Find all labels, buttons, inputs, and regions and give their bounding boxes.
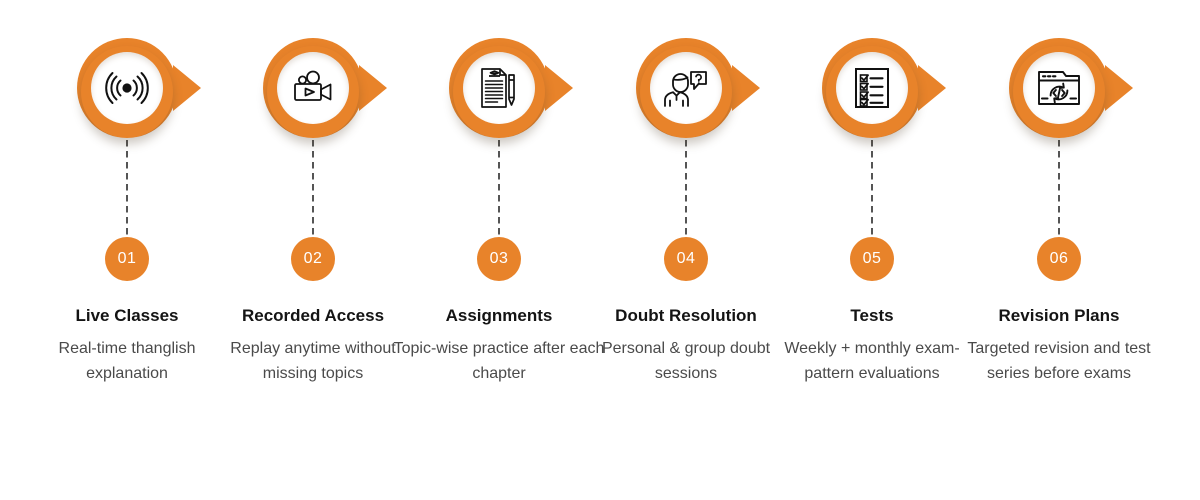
process-step-6: 06 Revision Plans Targeted revision and … (966, 0, 1152, 500)
video-camera-play-icon (294, 70, 332, 101)
step-number-badge-1: 01 (105, 237, 149, 281)
step-connector-4 (685, 140, 687, 238)
step-icon-container-2 (277, 52, 349, 124)
step-node-1 (77, 38, 201, 138)
browser-refresh-code-icon (1038, 71, 1080, 105)
process-step-3: 03 Assignments Topic-wise practice after… (394, 0, 604, 500)
step-icon-container-1 (91, 52, 163, 124)
step-number-badge-5: 05 (850, 237, 894, 281)
step-title-4: Doubt Resolution (615, 306, 757, 325)
process-step-4: 04 Doubt Resolution Personal & group dou… (593, 0, 779, 500)
step-title-3: Assignments (445, 306, 553, 325)
step-icon-container-3 (463, 52, 535, 124)
step-number-badge-3: 03 (477, 237, 521, 281)
step-title-1: Live Classes (75, 306, 179, 325)
step-title-6: Revision Plans (998, 306, 1120, 325)
document-pen-icon (481, 68, 515, 108)
step-node-6 (1009, 38, 1133, 138)
step-connector-6 (1058, 140, 1060, 238)
step-connector-5 (871, 140, 873, 238)
step-connector-1 (126, 140, 128, 238)
step-connector-2 (312, 140, 314, 238)
step-description-2: Replay anytime without missing topics (230, 340, 396, 382)
step-description-4: Personal & group doubt sessions (601, 340, 771, 382)
step-node-4 (636, 38, 760, 138)
process-step-1: 01 Live Classes Real-time thanglish expl… (34, 0, 220, 500)
process-step-5: 05 Tests Weekly + monthly exam-pattern e… (779, 0, 965, 500)
step-description-5: Weekly + monthly exam-pattern evaluation… (784, 340, 960, 382)
step-title-5: Tests (850, 306, 894, 325)
step-icon-container-4 (650, 52, 722, 124)
step-description-6: Targeted revision and test series before… (967, 340, 1151, 382)
step-node-2 (263, 38, 387, 138)
step-number-badge-6: 06 (1037, 237, 1081, 281)
step-title-2: Recorded Access (241, 306, 385, 325)
step-connector-3 (498, 140, 500, 238)
process-step-2: 02 Recorded Access Replay anytime withou… (220, 0, 406, 500)
step-description-3: Topic-wise practice after each chapter (393, 340, 605, 382)
broadcast-signal-icon (105, 72, 149, 104)
person-question-bubble-icon (664, 71, 707, 107)
step-node-5 (822, 38, 946, 138)
step-icon-container-5 (836, 52, 908, 124)
step-number-badge-4: 04 (664, 237, 708, 281)
step-icon-container-6 (1023, 52, 1095, 124)
step-number-badge-2: 02 (291, 237, 335, 281)
step-description-1: Real-time thanglish explanation (58, 340, 196, 382)
step-node-3 (449, 38, 573, 138)
checklist-icon (855, 68, 889, 108)
